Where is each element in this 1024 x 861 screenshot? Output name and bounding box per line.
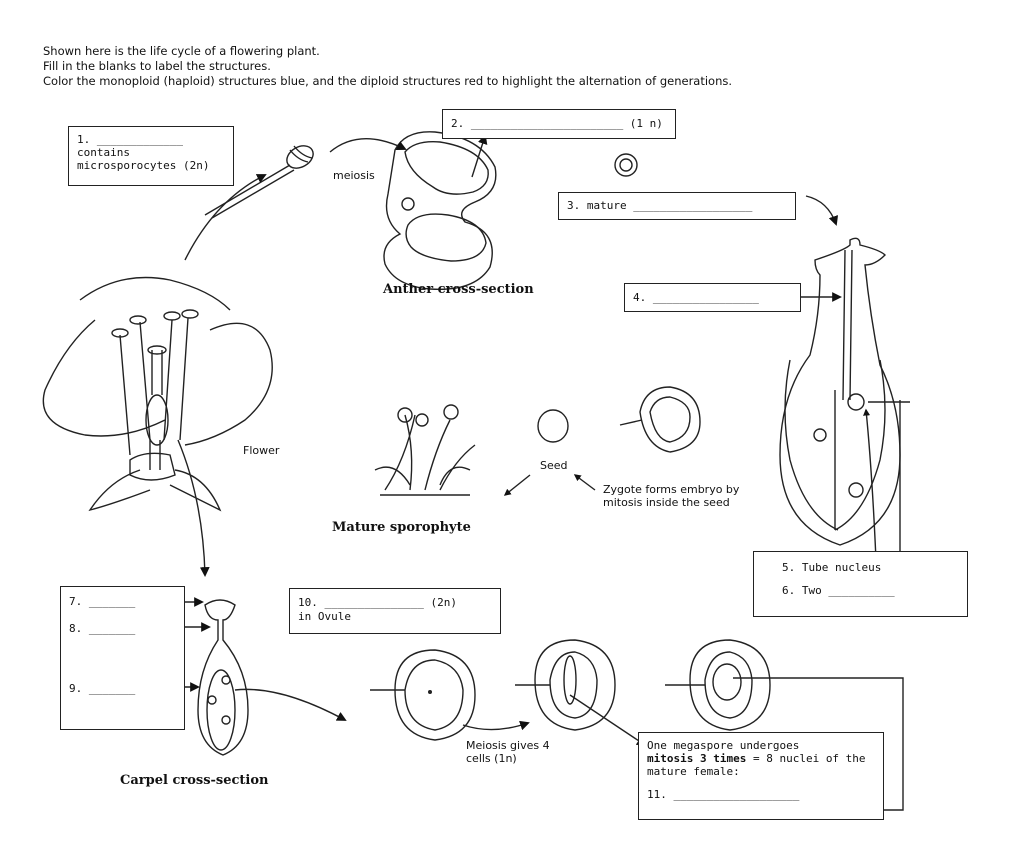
meiosis-label: meiosis	[333, 169, 375, 182]
ovule-1-drawing	[370, 649, 476, 741]
arrow-stamen-to-anther	[329, 138, 407, 153]
seed-drawing	[537, 409, 569, 443]
anther-cross-section-drawing	[383, 131, 497, 291]
blank-3[interactable]: 3. mature __________________	[567, 199, 753, 212]
arrow-seed-to-sporophyte	[503, 474, 531, 496]
zygote-text-1: Zygote forms embryo by	[603, 483, 740, 496]
label-box-4: 4. ________________	[624, 283, 801, 312]
seed-label: Seed	[540, 459, 568, 472]
meiosis-4-text-1: Meiosis gives 4	[466, 739, 550, 752]
mitosis-bold-text: mitosis 3 times	[647, 752, 747, 765]
anther-cross-section-title: Anther cross-section	[383, 282, 534, 297]
ovule-2-drawing	[515, 639, 616, 731]
label-box-10: 10. _______________ (2n) in Ovule	[289, 588, 501, 634]
ovule-3-drawing	[665, 639, 771, 731]
arrow-to-carpel	[805, 195, 839, 226]
arrow-zygote-to-seed	[573, 474, 596, 491]
blank-1[interactable]: 1. _____________	[77, 133, 183, 146]
mature-female-text: mature female:	[647, 765, 740, 778]
arrow-flower-to-carpel	[177, 439, 210, 577]
carpel-pollen-tube-drawing	[779, 237, 910, 600]
in-ovule-text: in Ovule	[298, 610, 351, 623]
label-box-1: 1. _____________ contains microsporocyte…	[68, 126, 234, 186]
flower-drawing	[42, 276, 273, 512]
label-box-5-6: 5. Tube nucleus 6. Two __________	[753, 551, 968, 617]
blank-11[interactable]: 11. ___________________	[647, 788, 800, 801]
blank-4[interactable]: 4. ________________	[633, 291, 759, 304]
blank-6[interactable]: 6. Two __________	[782, 584, 895, 597]
zygote-text-2: mitosis inside the seed	[603, 496, 730, 509]
arrow-label-2	[471, 134, 488, 178]
carpel-cross-section-drawing	[197, 599, 249, 756]
instruction-line-3: Color the monoploid (haploid) structures…	[43, 74, 733, 88]
label-box-2: 2. _______________________ (1 n)	[442, 109, 676, 139]
meiosis-4-text-2: cells (1n)	[466, 752, 517, 765]
blank-9[interactable]: 9. _______	[69, 682, 136, 695]
arrow-to-box-11	[569, 694, 647, 747]
blank-8[interactable]: 8. _______	[69, 622, 136, 635]
carpel-cross-section-title: Carpel cross-section	[120, 773, 269, 788]
box-1-text-2: microsporocytes (2n)	[77, 159, 210, 172]
blank-7[interactable]: 7. _______	[69, 595, 136, 608]
arrow-ovule1-to-ovule2	[462, 720, 530, 731]
arrow-carpel-to-ovule	[234, 688, 347, 721]
label-box-3: 3. mature __________________	[558, 192, 796, 220]
box-1-text: contains	[77, 146, 130, 159]
megaspore-text: One megaspore undergoes	[647, 739, 800, 752]
stamen-drawing	[204, 145, 314, 219]
label-box-11: One megaspore undergoes mitosis 3 times …	[638, 732, 884, 820]
flower-label: Flower	[243, 444, 280, 457]
embryo-ovule-drawing	[619, 386, 701, 453]
connector-box-11	[733, 677, 904, 811]
arrow-flower-to-stamen	[184, 174, 267, 261]
pollen-grain-drawing	[614, 153, 638, 177]
tube-nucleus-label: 5. Tube nucleus	[782, 561, 882, 574]
instruction-line-1: Shown here is the life cycle of a flower…	[43, 44, 320, 58]
mature-sporophyte-title: Mature sporophyte	[332, 520, 471, 535]
instruction-line-2: Fill in the blanks to label the structur…	[43, 59, 271, 73]
blank-2[interactable]: 2. _______________________ (1 n)	[451, 117, 663, 130]
label-box-7-9: 7. _______ 8. _______ 9. _______	[60, 586, 185, 730]
blank-10[interactable]: 10. _______________ (2n)	[298, 596, 457, 609]
mature-sporophyte-drawing	[374, 404, 476, 496]
nuclei-text: = 8 nuclei of the	[746, 752, 866, 765]
